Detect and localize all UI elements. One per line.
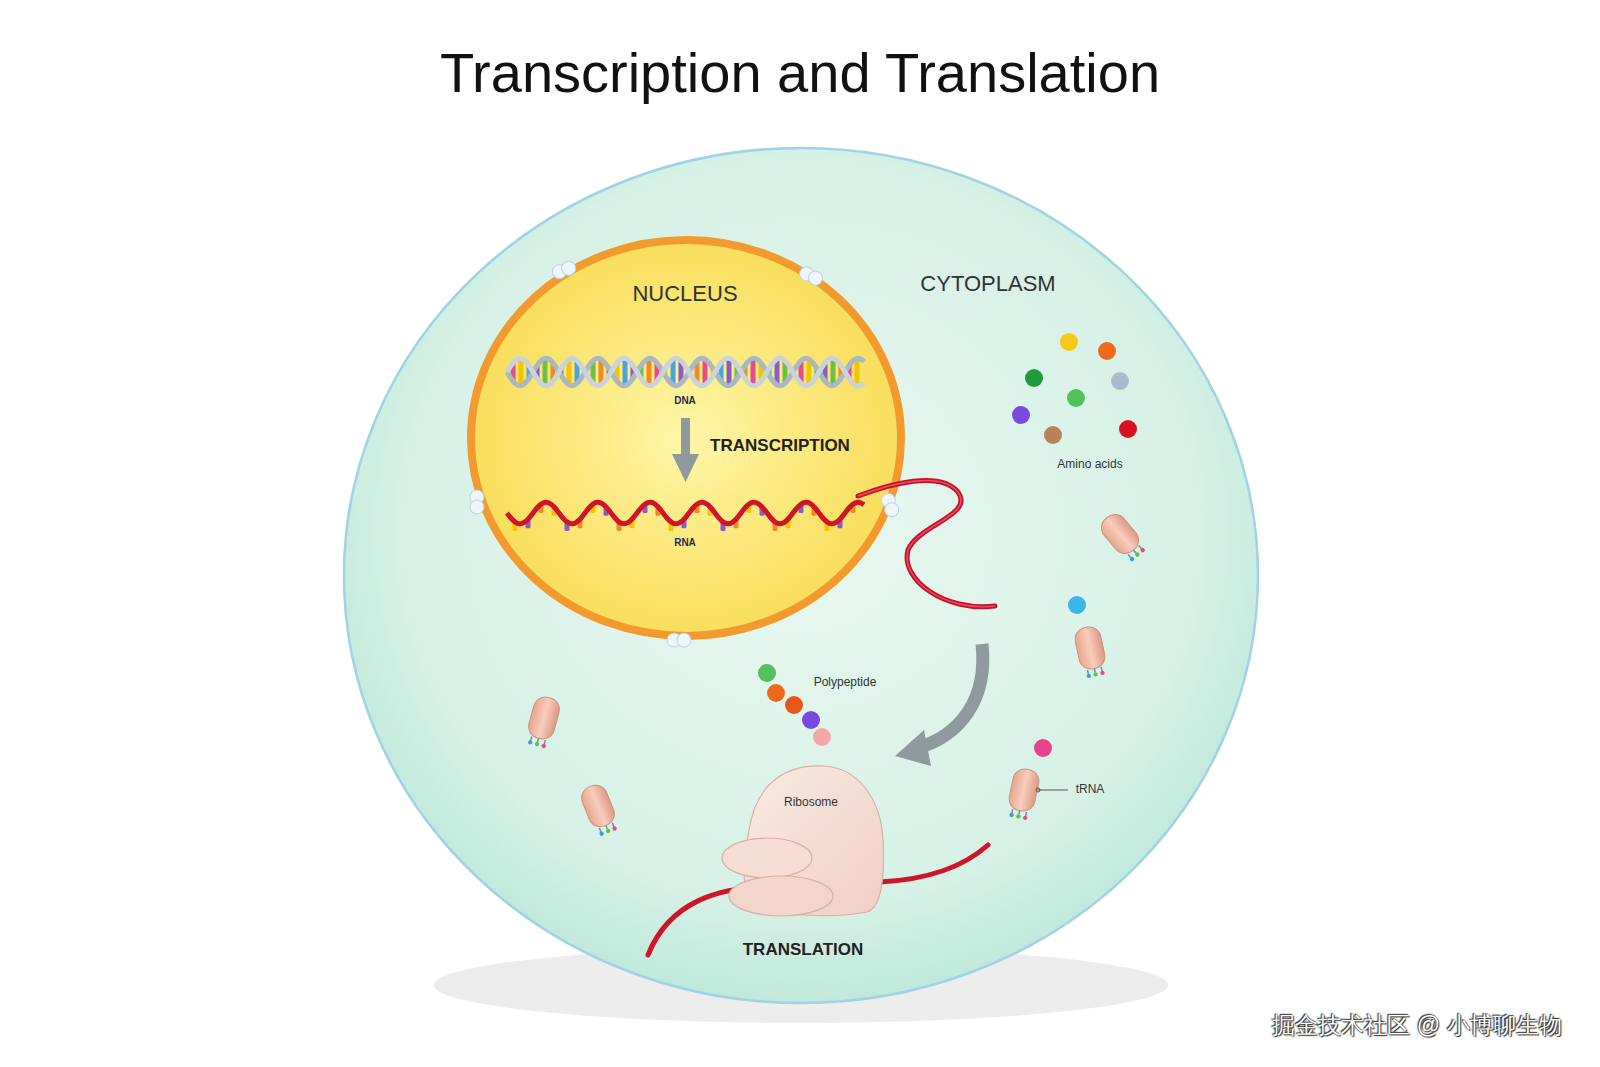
trna-leader	[1038, 790, 1068, 791]
diagram-title: Transcription and Translation	[440, 41, 1160, 105]
cell-ellipse: NUCLEUSRibosomeTRANSLATIONCYTOPLASM	[342, 146, 1260, 1005]
molecule-label: RNA	[674, 537, 696, 549]
molecule-label: Polypeptide	[814, 676, 877, 690]
watermark: 掘金技术社区 @ 小博聊生物	[1272, 1012, 1561, 1038]
process-label: TRANSCRIPTION	[710, 436, 850, 456]
callout-label: tRNA	[1076, 783, 1105, 797]
molecule-label: DNA	[674, 395, 696, 407]
molecule-label: Amino acids	[1057, 458, 1122, 472]
process-label: TRANSLATION	[743, 940, 864, 960]
part-label: Ribosome	[784, 796, 838, 810]
region-label: NUCLEUS	[632, 281, 737, 306]
cell-ellipse	[342, 146, 1260, 1005]
ribosome-shape: RibosomeTRANSLATION	[719, 760, 889, 920]
ribosome-shape	[719, 760, 889, 920]
region-label: CYTOPLASM	[920, 271, 1055, 296]
